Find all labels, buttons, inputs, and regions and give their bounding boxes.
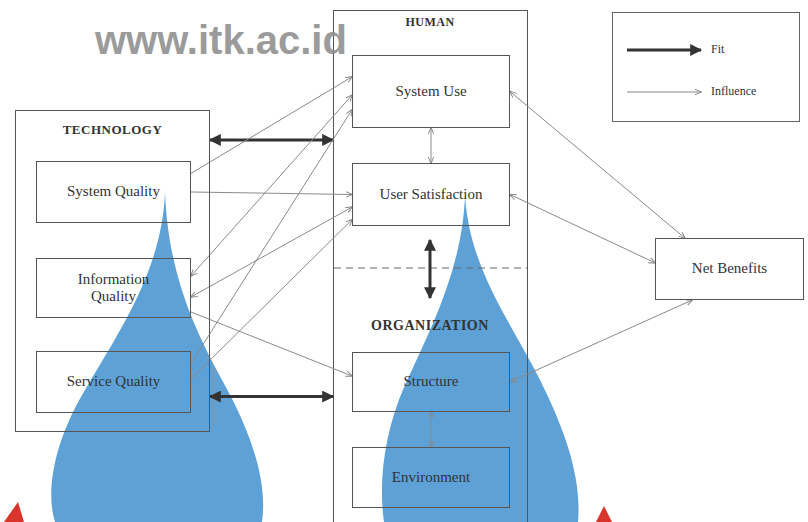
process-box: Information Quality (36, 258, 191, 318)
influence-arrow (191, 312, 352, 376)
legend-label: Influence (711, 85, 756, 99)
group-title: ORGANIZATION (371, 318, 489, 334)
corner-mark (4, 502, 24, 522)
legend-item: Influence (625, 85, 756, 99)
watermark-drop (51, 192, 263, 522)
group-title: TECHNOLOGY (63, 123, 163, 138)
influence-arrow (191, 192, 352, 195)
influence-arrow (191, 95, 352, 276)
watermark-drop (382, 196, 579, 522)
group-box: TECHNOLOGY System QualityInformation Qual… (15, 110, 210, 432)
legend-sample (625, 43, 705, 57)
box-label: Service Quality (67, 373, 161, 390)
fit-arrow (429, 240, 432, 298)
fit-arrow (210, 138, 333, 141)
watermark: www.itk.ac.id (95, 18, 347, 63)
influence-arrow (431, 412, 432, 447)
legend-box: FitInfluence (612, 12, 800, 122)
influence-arrow (431, 128, 432, 163)
box-label: System Quality (67, 183, 160, 200)
group-band: ORGANIZATION StructureEnvironment (333, 298, 527, 522)
influence-arrow (191, 207, 352, 297)
box-label: User Satisfaction (380, 186, 483, 203)
process-box: User Satisfaction (352, 163, 510, 226)
process-box: Environment (352, 447, 510, 508)
influence-arrow (191, 77, 352, 173)
process-box: Service Quality (36, 351, 191, 413)
process-box: System Quality (36, 161, 191, 223)
group-title: HUMAN (405, 16, 454, 30)
influence-arrow (191, 220, 352, 379)
box-label: Net Benefits (692, 260, 767, 277)
legend-item: Fit (625, 43, 724, 57)
fit-arrow (210, 395, 333, 398)
group-band: HUMAN System UseUser Satisfaction (333, 10, 527, 240)
center-frame (334, 11, 528, 522)
box-label: System Use (395, 83, 466, 100)
influence-arrow (510, 195, 655, 263)
legend-sample (625, 85, 705, 99)
process-box: System Use (352, 55, 510, 128)
influence-arrow (510, 300, 692, 382)
legend-label: Fit (711, 43, 724, 57)
process-box: Net Benefits (655, 238, 804, 300)
box-label: Environment (392, 469, 470, 486)
influence-arrow (191, 110, 352, 364)
box-label: Information Quality (59, 271, 169, 306)
process-box: Structure (352, 352, 510, 412)
box-label: Structure (404, 373, 459, 390)
corner-mark (596, 506, 612, 522)
influence-arrow (510, 92, 685, 239)
